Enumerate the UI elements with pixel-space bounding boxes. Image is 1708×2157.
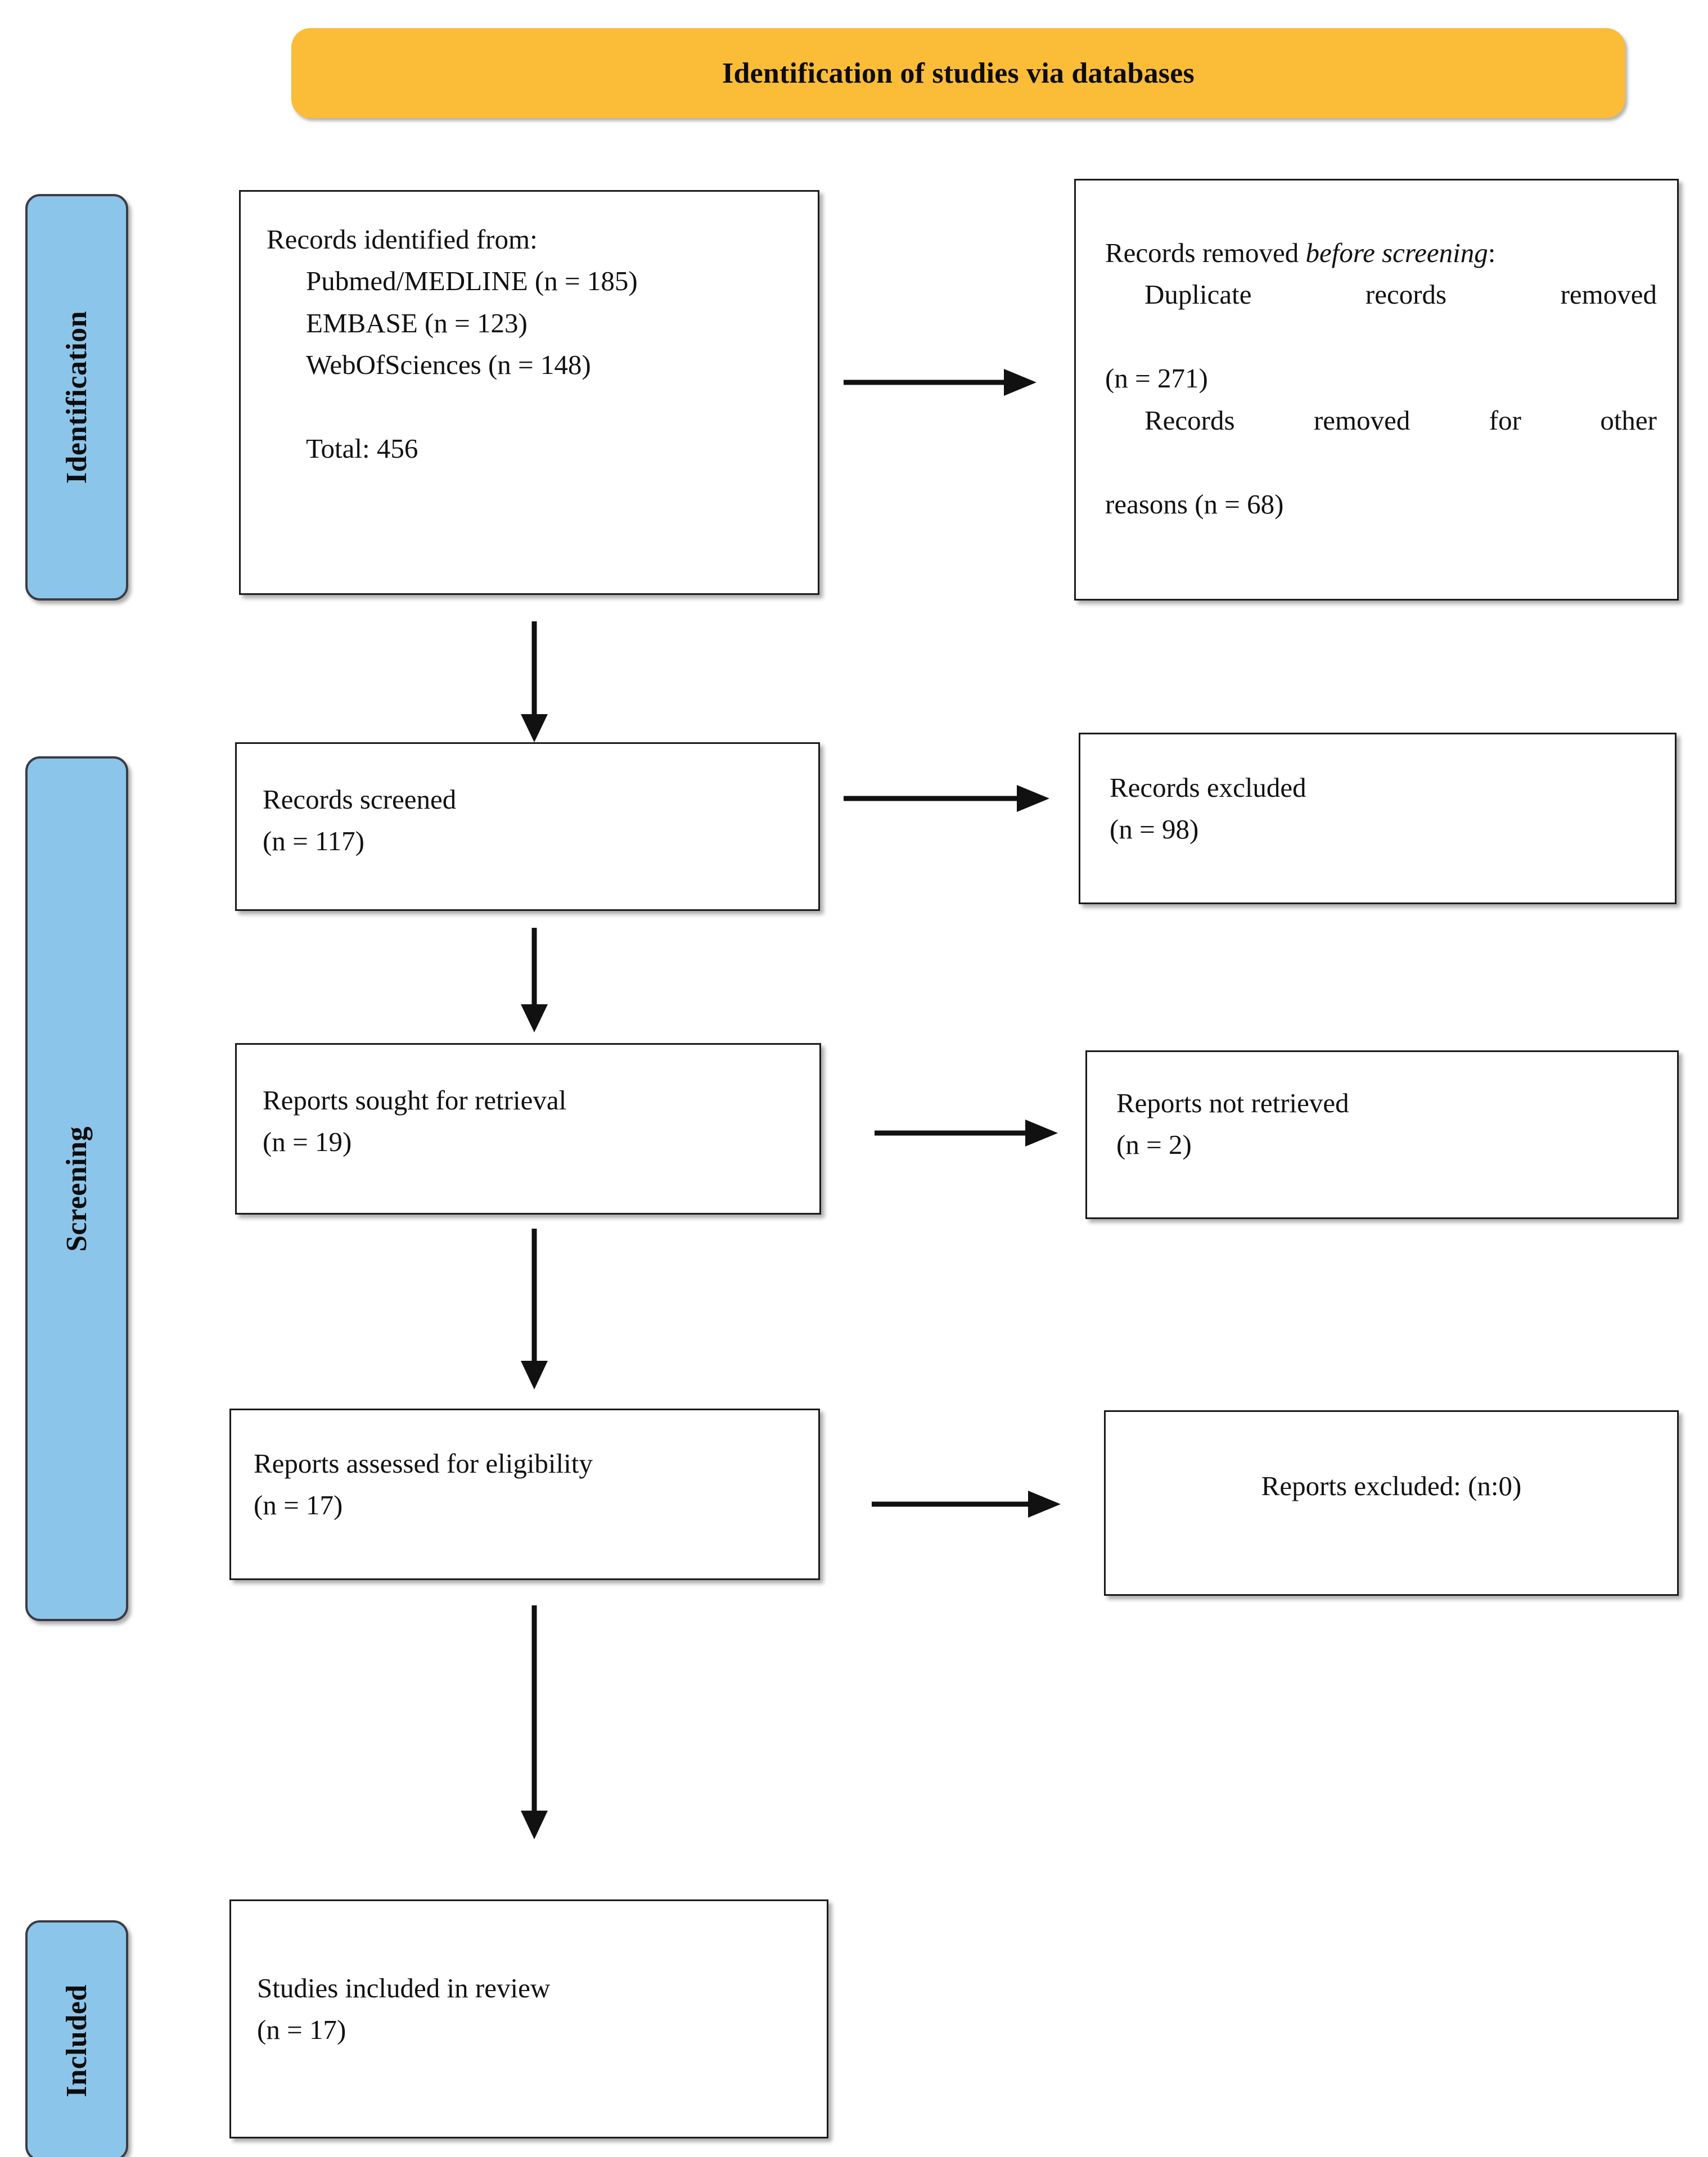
arrow-screened-to-sought — [517, 928, 551, 1035]
arrow-identified-to-removed — [844, 365, 1040, 399]
reports-excluded-label: Reports excluded: (n:0) — [1261, 1470, 1522, 1501]
records-screened-count: (n = 117) — [263, 825, 364, 857]
records-excluded-count: (n = 98) — [1110, 814, 1199, 845]
studies-included-label: Studies included in review — [257, 1973, 551, 2003]
arrow-identified-to-screened — [517, 621, 551, 745]
box-records-excluded: Records excluded (n = 98) — [1079, 733, 1677, 904]
stage-banner-title: Identification of studies via databases — [722, 57, 1195, 89]
stage-bar-label-identification: Identification — [61, 310, 93, 484]
stage-bar-screening: Screening — [25, 756, 128, 1621]
reports-sought-count: (n = 19) — [263, 1126, 352, 1158]
records-identified-content: Records identified from: Pubmed/MEDLINE … — [267, 219, 795, 470]
records-screened-label: Records screened — [263, 784, 457, 815]
box-reports-excluded: Reports excluded: (n:0) — [1104, 1410, 1679, 1596]
stage-banner-identification: Identification of studies via databases — [291, 28, 1625, 118]
arrow-sought-to-assessed — [517, 1229, 551, 1392]
reports-not-retrieved-count: (n = 2) — [1116, 1129, 1192, 1161]
studies-included-count: (n = 17) — [257, 2014, 346, 2046]
reports-not-retrieved-label: Reports not retrieved — [1116, 1087, 1349, 1118]
records-identified-source-2: WebOfSciences (n = 148) — [306, 349, 591, 381]
records-removed-line-3: reasons (n = 68) — [1105, 488, 1284, 520]
records-excluded-content: Records excluded (n = 98) — [1110, 767, 1652, 851]
reports-sought-content: Reports sought for retrieval (n = 19) — [263, 1080, 797, 1163]
stage-bar-included: Included — [25, 1920, 128, 2157]
records-removed-heading: Records removed before screening: — [1105, 232, 1657, 274]
arrow-assessed-to-excluded — [872, 1487, 1063, 1521]
records-removed-line-1: (n = 271) — [1105, 363, 1208, 394]
box-studies-included: Studies included in review (n = 17) — [229, 1899, 828, 2138]
stage-bar-identification: Identification — [25, 194, 128, 601]
reports-assessed-count: (n = 17) — [254, 1490, 343, 1521]
records-removed-heading-italic: before screening — [1305, 237, 1488, 268]
reports-excluded-content: Reports excluded: (n:0) — [1123, 1465, 1660, 1507]
box-reports-assessed: Reports assessed for eligibility (n = 17… — [229, 1409, 820, 1580]
records-identified-source-1: EMBASE (n = 123) — [306, 307, 528, 339]
reports-assessed-content: Reports assessed for eligibility (n = 17… — [254, 1443, 796, 1527]
stage-bar-label-included: Included — [61, 1984, 93, 2097]
stage-bar-label-screening: Screening — [61, 1126, 93, 1252]
reports-not-retrieved-content: Reports not retrieved (n = 2) — [1116, 1082, 1655, 1166]
box-records-screened: Records screened (n = 117) — [235, 742, 820, 911]
records-removed-line-0: Duplicate records removed — [1144, 279, 1657, 310]
records-excluded-label: Records excluded — [1110, 772, 1306, 803]
records-removed-heading-prefix: Records removed — [1105, 237, 1306, 268]
box-reports-not-retrieved: Reports not retrieved (n = 2) — [1085, 1050, 1679, 1219]
box-records-removed: Records removed before screening: Duplic… — [1074, 179, 1679, 601]
arrow-assessed-to-included — [517, 1605, 551, 1842]
records-screened-content: Records screened (n = 117) — [263, 779, 796, 863]
records-removed-content: Records removed before screening: Duplic… — [1105, 232, 1657, 525]
records-identified-source-0: Pubmed/MEDLINE (n = 185) — [306, 265, 638, 297]
arrow-screened-to-excluded — [844, 782, 1052, 815]
records-identified-heading: Records identified from: — [267, 224, 538, 255]
arrow-sought-to-not-retrieved — [875, 1116, 1060, 1150]
box-reports-sought: Reports sought for retrieval (n = 19) — [235, 1043, 821, 1215]
reports-assessed-label: Reports assessed for eligibility — [254, 1448, 593, 1479]
reports-sought-label: Reports sought for retrieval — [263, 1085, 567, 1116]
records-identified-spacer — [267, 386, 795, 428]
records-removed-heading-suffix: : — [1488, 237, 1496, 268]
box-records-identified: Records identified from: Pubmed/MEDLINE … — [239, 190, 819, 595]
studies-included-content: Studies included in review (n = 17) — [257, 1968, 804, 2051]
records-identified-total: Total: 456 — [306, 432, 418, 464]
records-removed-line-2: Records removed for other — [1144, 404, 1657, 436]
